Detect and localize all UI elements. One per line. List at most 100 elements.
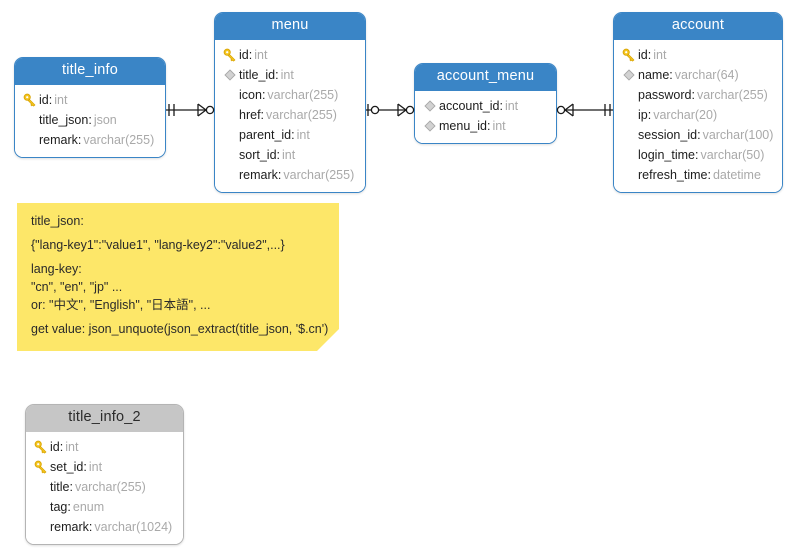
field-type: varchar(255)	[83, 132, 155, 147]
field-marker-diamond-icon	[421, 96, 439, 116]
field-name: id	[50, 439, 60, 454]
field-separator: :	[647, 107, 652, 122]
field-type: datetime	[712, 167, 761, 182]
field-separator: :	[486, 118, 491, 133]
field-name: name	[638, 67, 670, 82]
field-type: int	[65, 439, 79, 454]
field-marker-key-icon	[32, 437, 50, 457]
entity-field-row[interactable]: session_id:varchar(100)	[620, 125, 776, 145]
field-marker-none	[21, 110, 39, 130]
entity-field-row[interactable]: set_id:int	[32, 457, 177, 477]
entity-table-title: account	[614, 13, 782, 40]
field-type: varchar(255)	[74, 479, 146, 494]
note-fold-corner-icon	[317, 329, 339, 351]
field-type: int	[282, 147, 296, 162]
entity-field-row[interactable]: title:varchar(255)	[32, 477, 177, 497]
field-name: session_id	[638, 127, 698, 142]
entity-field-row[interactable]: remark:varchar(255)	[221, 165, 359, 185]
field-separator: :	[260, 107, 265, 122]
field-separator: :	[276, 147, 281, 162]
entity-field-row[interactable]: login_time:varchar(50)	[620, 145, 776, 165]
entity-field-row[interactable]: account_id:int	[421, 96, 550, 116]
field-type: varchar(64)	[674, 67, 739, 82]
field-name: title_id	[239, 67, 276, 82]
entity-field-row[interactable]: name:varchar(64)	[620, 65, 776, 85]
field-name: remark	[39, 132, 78, 147]
key-icon	[23, 93, 36, 107]
field-type: int	[296, 127, 310, 142]
note-line: {"lang-key1":"value1", "lang-key2":"valu…	[31, 238, 285, 252]
entity-field-row[interactable]: id:int	[32, 437, 177, 457]
relationship-account_menu-to-account[interactable]	[535, 95, 635, 130]
entity-field-row[interactable]: title_id:int	[221, 65, 359, 85]
entity-field-row[interactable]: title_json:json	[21, 110, 159, 130]
field-name: tag	[50, 499, 68, 514]
field-marker-none	[620, 165, 638, 185]
field-marker-key-icon	[21, 90, 39, 110]
entity-field-row[interactable]: id:int	[21, 90, 159, 110]
entity-field-row[interactable]: refresh_time:datetime	[620, 165, 776, 185]
field-separator: :	[499, 98, 503, 113]
field-name: parent_id	[239, 127, 292, 142]
note-line: title_json:	[31, 214, 84, 228]
sticky-note[interactable]: title_json: {"lang-key1":"value1", "lang-…	[17, 203, 339, 351]
note-line: get value: json_unquote(json_extract(tit…	[31, 322, 329, 336]
key-icon	[34, 460, 47, 474]
field-marker-none	[32, 497, 50, 517]
field-marker-key-icon	[221, 45, 239, 65]
field-type: int	[504, 98, 519, 113]
field-type: varchar(255)	[283, 167, 355, 182]
entity-field-row[interactable]: password:varchar(255)	[620, 85, 776, 105]
field-marker-diamond-icon	[221, 65, 239, 85]
entity-field-row[interactable]: tag:enum	[32, 497, 177, 517]
field-marker-none	[221, 145, 239, 165]
entity-field-row[interactable]: remark:varchar(255)	[21, 130, 159, 150]
field-name: remark	[50, 519, 89, 534]
field-marker-none	[21, 130, 39, 150]
field-name: account_id	[439, 98, 500, 113]
diamond-icon	[224, 69, 236, 81]
field-marker-diamond-icon	[620, 65, 638, 85]
field-separator: :	[261, 87, 266, 102]
diamond-icon	[424, 120, 436, 132]
entity-field-row[interactable]: sort_id:int	[221, 145, 359, 165]
entity-field-row[interactable]: id:int	[221, 45, 359, 65]
field-type: int	[88, 459, 103, 474]
field-marker-key-icon	[620, 45, 638, 65]
field-name: refresh_time	[638, 167, 708, 182]
entity-table-title: title_info_2	[26, 405, 183, 432]
entity-field-row[interactable]: menu_id:int	[421, 116, 550, 136]
field-separator: :	[275, 67, 279, 82]
field-separator: :	[669, 67, 673, 82]
entity-field-row[interactable]: id:int	[620, 45, 776, 65]
field-separator: :	[248, 47, 253, 62]
field-separator: :	[88, 519, 93, 534]
field-name: title_json	[39, 112, 89, 127]
entity-field-row[interactable]: ip:varchar(20)	[620, 105, 776, 125]
field-type: int	[280, 67, 294, 82]
field-name: icon	[239, 87, 262, 102]
entity-field-row[interactable]: href:varchar(255)	[221, 105, 359, 125]
field-separator: :	[69, 479, 73, 494]
field-name: id	[239, 47, 249, 62]
entity-field-row[interactable]: icon:varchar(255)	[221, 85, 359, 105]
field-separator: :	[59, 439, 64, 454]
entity-field-row[interactable]: parent_id:int	[221, 125, 359, 145]
entity-table-title: account_menu	[415, 64, 556, 91]
diamond-icon	[424, 100, 436, 112]
field-marker-none	[620, 145, 638, 165]
entity-field-row[interactable]: remark:varchar(1024)	[32, 517, 177, 537]
relationship-title_info-to-menu[interactable]	[144, 95, 236, 130]
field-marker-diamond-icon	[421, 116, 439, 136]
entity-table-title: menu	[215, 13, 365, 40]
field-name: login_time	[638, 147, 695, 162]
relationship-menu-to-account_menu[interactable]	[344, 95, 436, 130]
